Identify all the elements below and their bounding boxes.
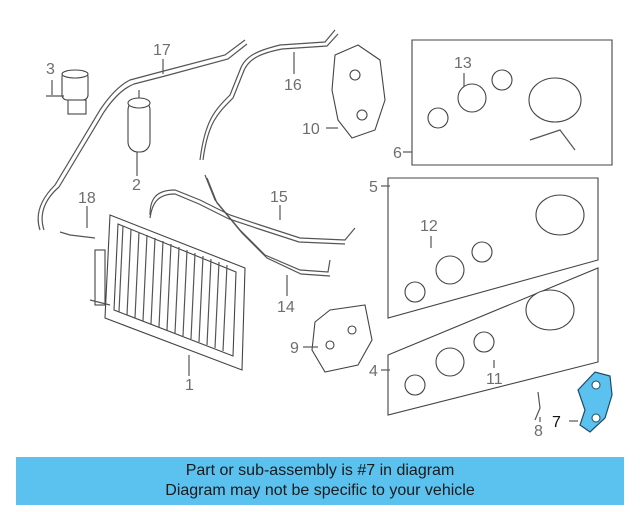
receiver-drier[interactable] bbox=[127, 90, 151, 153]
callout-16: 16 bbox=[284, 77, 302, 94]
banner-line-2: Diagram may not be specific to your vehi… bbox=[165, 482, 475, 499]
banner-line-1: Part or sub-assembly is #7 in diagram bbox=[185, 462, 455, 479]
callout-4: 4 bbox=[369, 363, 378, 380]
condenser[interactable] bbox=[89, 214, 246, 371]
callout-8: 8 bbox=[534, 423, 543, 440]
callout-10: 10 bbox=[302, 121, 320, 138]
callout-12: 12 bbox=[420, 218, 438, 235]
callout-1: 1 bbox=[185, 377, 194, 394]
info-banner: Part or sub-assembly is #7 in diagram Di… bbox=[16, 457, 624, 505]
compressor-kit-box-4 bbox=[387, 267, 599, 416]
callout-2: 2 bbox=[132, 177, 141, 194]
pressure-switch[interactable] bbox=[46, 69, 89, 115]
leader-lines bbox=[51, 52, 578, 422]
part-7-highlighted[interactable] bbox=[577, 371, 613, 433]
callout-13: 13 bbox=[454, 55, 472, 72]
callout-18: 18 bbox=[78, 190, 96, 207]
compressor-kit-box-6 bbox=[411, 39, 613, 166]
ac-hoses bbox=[37, 29, 356, 277]
callout-numbers: 1 2 3 4 5 6 7 8 9 10 11 12 13 14 15 16 1… bbox=[46, 42, 561, 440]
parts-diagram: 1 2 3 4 5 6 7 8 9 10 11 12 13 14 15 16 1… bbox=[37, 29, 613, 440]
compressor-bracket-10[interactable] bbox=[331, 44, 386, 139]
bolt-8[interactable] bbox=[534, 391, 541, 421]
callout-11: 11 bbox=[486, 371, 503, 388]
callout-14: 14 bbox=[277, 299, 295, 316]
callout-6: 6 bbox=[393, 145, 402, 162]
callout-17: 17 bbox=[153, 42, 171, 59]
compressor-kit-box-5 bbox=[387, 177, 599, 319]
callout-15: 15 bbox=[270, 189, 288, 206]
callout-5: 5 bbox=[369, 179, 378, 196]
bracket-9[interactable] bbox=[311, 304, 373, 373]
callout-9: 9 bbox=[290, 340, 299, 357]
callout-3: 3 bbox=[46, 61, 55, 78]
callout-7: 7 bbox=[552, 414, 561, 431]
